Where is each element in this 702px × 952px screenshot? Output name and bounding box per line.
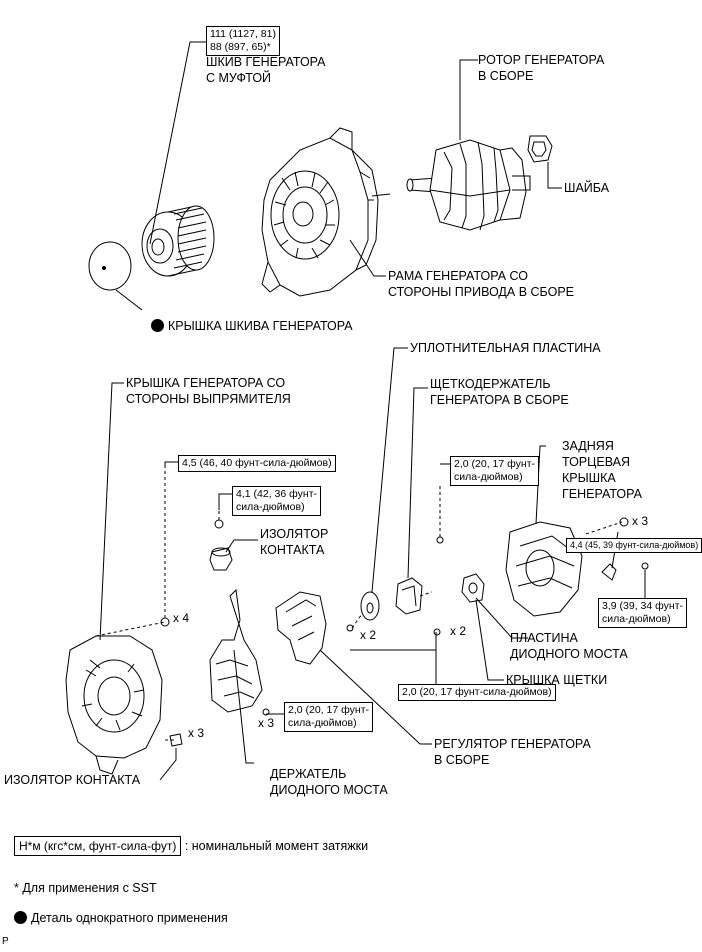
seal-plate-part bbox=[360, 591, 380, 621]
torque-box-4-4: 4,4 (45, 39 фунт-сила-дюймов) bbox=[566, 538, 702, 553]
torque-box-4-5: 4,5 (46, 40 фунт-сила-дюймов) bbox=[178, 455, 336, 472]
torque-box-2-0-holder: 2,0 (20, 17 фунт- сила-дюймов) bbox=[284, 702, 373, 732]
label-brush-holder: ЩЕТКОДЕРЖАТЕЛЬ ГЕНЕРАТОРА В СБОРЕ bbox=[430, 377, 569, 407]
corner-mark: P bbox=[2, 936, 9, 947]
pulley-cap-part bbox=[88, 241, 132, 291]
qty-x3-cover: x 3 bbox=[188, 726, 205, 740]
legend-single-use-text: Деталь однократного применения bbox=[31, 911, 228, 925]
torque-box-2-0-regulator: 2,0 (20, 17 фунт-сила-дюймов) bbox=[398, 684, 556, 701]
label-pulley-cap-text: КРЫШКА ШКИВА ГЕНЕРАТОРА bbox=[167, 319, 353, 333]
brush-holder-part bbox=[395, 577, 423, 615]
qty-x4: x 4 bbox=[173, 611, 190, 625]
single-use-dot-icon bbox=[150, 319, 164, 332]
torque-box-2-0-brush: 2,0 (20, 17 фунт- сила-дюймов) bbox=[450, 456, 539, 486]
drive-frame-part bbox=[261, 127, 391, 297]
label-drive-frame: РАМА ГЕНЕРАТОРА СО СТОРОНЫ ПРИВОДА В СБО… bbox=[388, 269, 575, 299]
label-rectifier-holder: ДЕРЖАТЕЛЬ ДИОДНОГО МОСТА bbox=[270, 767, 388, 797]
qty-x3-rear: x 3 bbox=[632, 514, 649, 528]
legend-torque-unit: Н*м (кгс*см, фунт-сила-фут) bbox=[14, 836, 182, 856]
fasteners bbox=[160, 517, 649, 716]
terminal-insulator-part bbox=[169, 547, 233, 747]
label-regulator: РЕГУЛЯТОР ГЕНЕРАТОРА В СБОРЕ bbox=[434, 737, 591, 767]
label-seal-plate: УПЛОТНИТЕЛЬНАЯ ПЛАСТИНА bbox=[410, 341, 601, 355]
label-pulley-cap: КРЫШКА ШКИВА ГЕНЕРАТОРА bbox=[144, 302, 353, 334]
torque-box-3-9: 3,9 (39, 34 фунт- сила-дюймов) bbox=[598, 598, 687, 628]
regulator-part bbox=[275, 591, 327, 665]
label-rotor: РОТОР ГЕНЕРАТОРА В СБОРЕ bbox=[478, 53, 605, 83]
legend-torque-desc: : номинальный момент затяжки bbox=[184, 839, 369, 853]
legend-sst-note: * Для применения с SST bbox=[14, 881, 157, 895]
label-rectifier-plate: ПЛАСТИНА ДИОДНОГО МОСТА bbox=[510, 631, 628, 661]
torque-box-4-1: 4,1 (42, 36 фунт- сила-дюймов) bbox=[232, 486, 321, 516]
label-rectifier-cover: КРЫШКА ГЕНЕРАТОРА СО СТОРОНЫ ВЫПРЯМИТЕЛЯ bbox=[126, 376, 291, 406]
qty-x3-holder: x 3 bbox=[258, 716, 275, 730]
label-washer: ШАЙБА bbox=[564, 181, 610, 195]
pulley-part bbox=[141, 205, 215, 277]
rear-end-cover-part bbox=[505, 521, 583, 617]
single-use-legend-dot-icon bbox=[14, 911, 27, 924]
label-brush-cover: КРЫШКА ЩЕТКИ bbox=[506, 673, 608, 687]
washer-part bbox=[527, 135, 553, 163]
rectifier-plate-part bbox=[601, 563, 617, 581]
qty-x2-regulator: x 2 bbox=[450, 624, 467, 638]
label-terminal-insulator-2: ИЗОЛЯТОР КОНТАКТА bbox=[4, 773, 141, 787]
label-rear-end-cover: ЗАДНЯЯ ТОРЦЕВАЯ КРЫШКА ГЕНЕРАТОРА bbox=[562, 439, 642, 501]
torque-box-pulley: 111 (1127, 81) 88 (897, 65)* bbox=[206, 26, 280, 56]
qty-x2-seal: x 2 bbox=[360, 628, 377, 642]
label-pulley: ШКИВ ГЕНЕРАТОРА С МУФТОЙ bbox=[206, 55, 326, 85]
rectifier-holder-part bbox=[209, 588, 263, 713]
brush-cover-part bbox=[461, 573, 485, 603]
rotor-part bbox=[406, 139, 531, 231]
label-terminal-insulator-1: ИЗОЛЯТОР КОНТАКТА bbox=[260, 527, 329, 557]
legend-single-use: Деталь однократного применения bbox=[14, 910, 228, 926]
rectifier-cover-part bbox=[65, 635, 163, 775]
legend-torque: Н*м (кгс*см, фунт-сила-фут) : номинальны… bbox=[14, 836, 368, 856]
